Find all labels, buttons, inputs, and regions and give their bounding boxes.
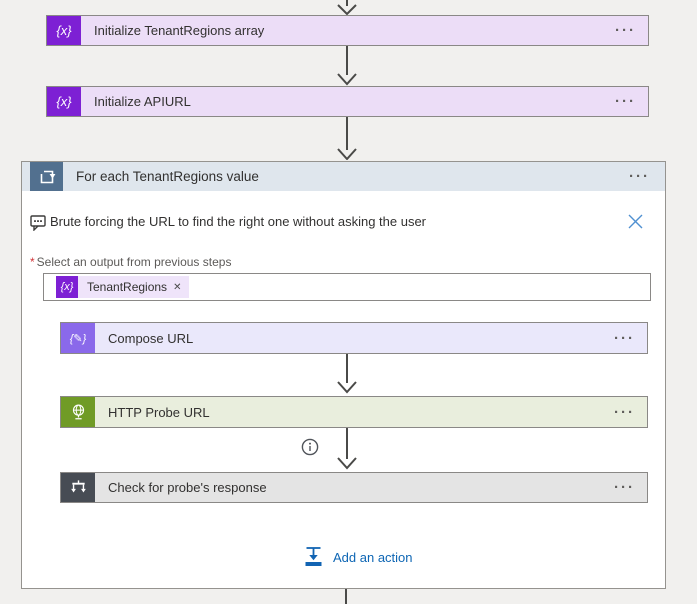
comment-text: Brute forcing the URL to find the right …	[50, 214, 427, 229]
comment-icon	[30, 215, 46, 231]
tenantregions-token-chip[interactable]: {x} TenantRegions ✕	[56, 276, 190, 298]
more-actions-menu-button[interactable]: ···	[615, 22, 636, 39]
add-action-label: Add an action	[333, 549, 413, 565]
compose-icon: {✎}	[61, 323, 95, 353]
action-title: HTTP Probe URL	[108, 404, 210, 420]
required-asterisk: *	[30, 255, 35, 269]
action-card-initialize-apiurl[interactable]: {x} Initialize APIURL ···	[46, 86, 649, 117]
action-title: Initialize TenantRegions array	[94, 23, 265, 38]
action-title: Initialize APIURL	[94, 94, 191, 109]
action-title: Compose URL	[108, 330, 194, 346]
connector-arrow	[337, 0, 357, 16]
condition-icon	[61, 473, 95, 502]
connector-arrow	[337, 117, 357, 160]
connector-line	[345, 589, 347, 604]
action-title: Check for probe's response	[108, 480, 267, 495]
add-an-action-button[interactable]: Add an action	[303, 544, 413, 570]
connector-arrow	[337, 428, 357, 470]
action-card-compose-url[interactable]: {✎} Compose URL ···	[60, 322, 648, 354]
action-card-check-probe-response[interactable]: Check for probe's response ···	[60, 472, 648, 503]
connector-arrow	[337, 354, 357, 394]
more-actions-menu-button[interactable]: ···	[614, 479, 635, 496]
connector-arrow	[337, 46, 357, 86]
action-card-http-probe-url[interactable]: HTTP Probe URL ···	[60, 396, 648, 428]
more-actions-menu-button[interactable]: ···	[614, 329, 635, 347]
action-card-initialize-tenantregions-array[interactable]: {x} Initialize TenantRegions array ···	[46, 15, 649, 46]
more-actions-menu-button[interactable]: ···	[629, 168, 650, 185]
foreach-scope-container	[21, 161, 666, 589]
add-action-icon	[305, 547, 322, 566]
token-label: TenantRegions	[87, 280, 168, 294]
more-actions-menu-button[interactable]: ···	[614, 403, 635, 421]
variable-icon: {x}	[56, 276, 78, 298]
apply-to-each-icon	[30, 162, 63, 191]
scope-title: For each TenantRegions value	[76, 169, 259, 184]
remove-token-icon[interactable]: ✕	[173, 281, 182, 293]
variable-icon: {x}	[47, 16, 81, 45]
variable-icon: {x}	[47, 87, 81, 116]
info-icon[interactable]	[301, 438, 319, 456]
output-select-input[interactable]: {x} TenantRegions ✕	[43, 273, 651, 301]
close-comment-icon[interactable]	[622, 208, 648, 234]
more-actions-menu-button[interactable]: ···	[615, 93, 636, 110]
field-label: *Select an output from previous steps	[30, 255, 232, 269]
http-globe-icon	[61, 397, 95, 427]
foreach-scope-header[interactable]: For each TenantRegions value ···	[22, 162, 665, 191]
